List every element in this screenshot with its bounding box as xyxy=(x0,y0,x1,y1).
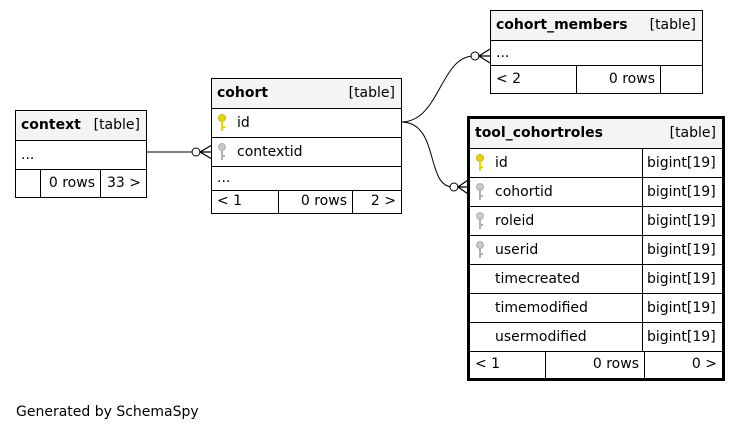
foreign-key-icon xyxy=(475,212,491,230)
foreign-key-icon xyxy=(475,183,491,201)
table-name: context xyxy=(21,117,81,133)
column-name: userid xyxy=(495,242,539,258)
table-stats: 0 rows 33 > xyxy=(16,169,146,197)
column-name: timecreated xyxy=(495,271,580,287)
generated-by-footer: Generated by SchemaSpy xyxy=(16,404,199,420)
foreign-key-icon xyxy=(475,241,491,259)
column-name: contextid xyxy=(237,144,303,160)
row-count: 0 rows xyxy=(40,170,100,197)
edge-cohort-tool-cohortroles xyxy=(400,121,454,188)
column-name: timemodified xyxy=(495,300,588,316)
column-name: cohortid xyxy=(495,184,553,200)
column-row: usermodified bigint[19] xyxy=(470,322,722,351)
row-count: 0 rows xyxy=(545,352,644,378)
primary-key-icon xyxy=(217,114,233,132)
foreign-key-icon xyxy=(217,143,233,161)
column-name: usermodified xyxy=(495,329,587,345)
column-type: bigint[19] xyxy=(642,294,722,322)
children-count xyxy=(660,66,702,93)
parents-count: < 1 xyxy=(475,356,501,372)
column-row: cohortid bigint[19] xyxy=(470,177,722,206)
table-header: cohort [table] xyxy=(212,79,401,108)
column-row: roleid bigint[19] xyxy=(470,206,722,235)
edge-cohort-members-optional-marker xyxy=(470,51,480,61)
column-row: id xyxy=(212,108,401,137)
column-type: bigint[19] xyxy=(642,178,722,206)
row-count: 0 rows xyxy=(576,66,660,93)
row-count: 0 rows xyxy=(278,191,352,213)
table-type-label: [table] xyxy=(93,117,140,133)
column-row: timemodified bigint[19] xyxy=(470,293,722,322)
table-name: tool_cohortroles xyxy=(475,125,603,141)
table-stats: < 1 0 rows 2 > xyxy=(212,190,401,213)
column-row: timecreated bigint[19] xyxy=(470,264,722,293)
primary-key-icon xyxy=(475,154,491,172)
column-row: id bigint[19] xyxy=(470,148,722,177)
edge-cohortroles-crowfoot xyxy=(456,179,469,195)
table-cohort[interactable]: cohort [table] id contextid ... < 1 0 ro… xyxy=(211,78,402,214)
column-type: bigint[19] xyxy=(642,149,722,177)
column-type: bigint[19] xyxy=(642,236,722,264)
table-tool-cohortroles[interactable]: tool_cohortroles [table] id bigint[19] c… xyxy=(467,116,725,381)
edge-context-cohort-optional-marker xyxy=(191,147,201,157)
column-row: userid bigint[19] xyxy=(470,235,722,264)
parents-count: < 2 xyxy=(496,71,522,87)
children-count: 33 > xyxy=(100,170,146,197)
edge-cohort-members-crowfoot xyxy=(477,48,491,64)
column-name: id xyxy=(237,115,250,131)
children-count: 0 > xyxy=(644,352,722,378)
more-columns-ellipsis: ... xyxy=(212,166,401,190)
table-type-label: [table] xyxy=(649,17,696,33)
column-type: bigint[19] xyxy=(642,207,722,235)
column-name: roleid xyxy=(495,213,535,229)
edge-cohortroles-optional-marker xyxy=(449,182,459,192)
more-columns-ellipsis: ... xyxy=(491,40,702,65)
table-name: cohort_members xyxy=(496,17,628,33)
column-row: contextid xyxy=(212,137,401,166)
table-stats: < 1 0 rows 0 > xyxy=(470,351,722,378)
more-columns-ellipsis: ... xyxy=(16,140,146,169)
table-header: tool_cohortroles [table] xyxy=(470,119,722,148)
column-type: bigint[19] xyxy=(642,323,722,351)
children-count: 2 > xyxy=(352,191,401,213)
table-stats: < 2 0 rows xyxy=(491,65,702,93)
table-type-label: [table] xyxy=(348,85,395,101)
column-type: bigint[19] xyxy=(642,265,722,293)
parents-count xyxy=(16,170,40,197)
table-cohort-members[interactable]: cohort_members [table] ... < 2 0 rows xyxy=(490,10,703,94)
table-type-label: [table] xyxy=(669,125,716,141)
column-name: id xyxy=(495,155,508,171)
table-header: cohort_members [table] xyxy=(491,11,702,40)
table-header: context [table] xyxy=(16,111,146,140)
table-name: cohort xyxy=(217,85,269,101)
edge-context-cohort-crowfoot xyxy=(198,144,213,160)
edge-cohort-cohort-members xyxy=(400,55,475,123)
parents-count: < 1 xyxy=(217,193,243,209)
table-context[interactable]: context [table] ... 0 rows 33 > xyxy=(15,110,147,198)
